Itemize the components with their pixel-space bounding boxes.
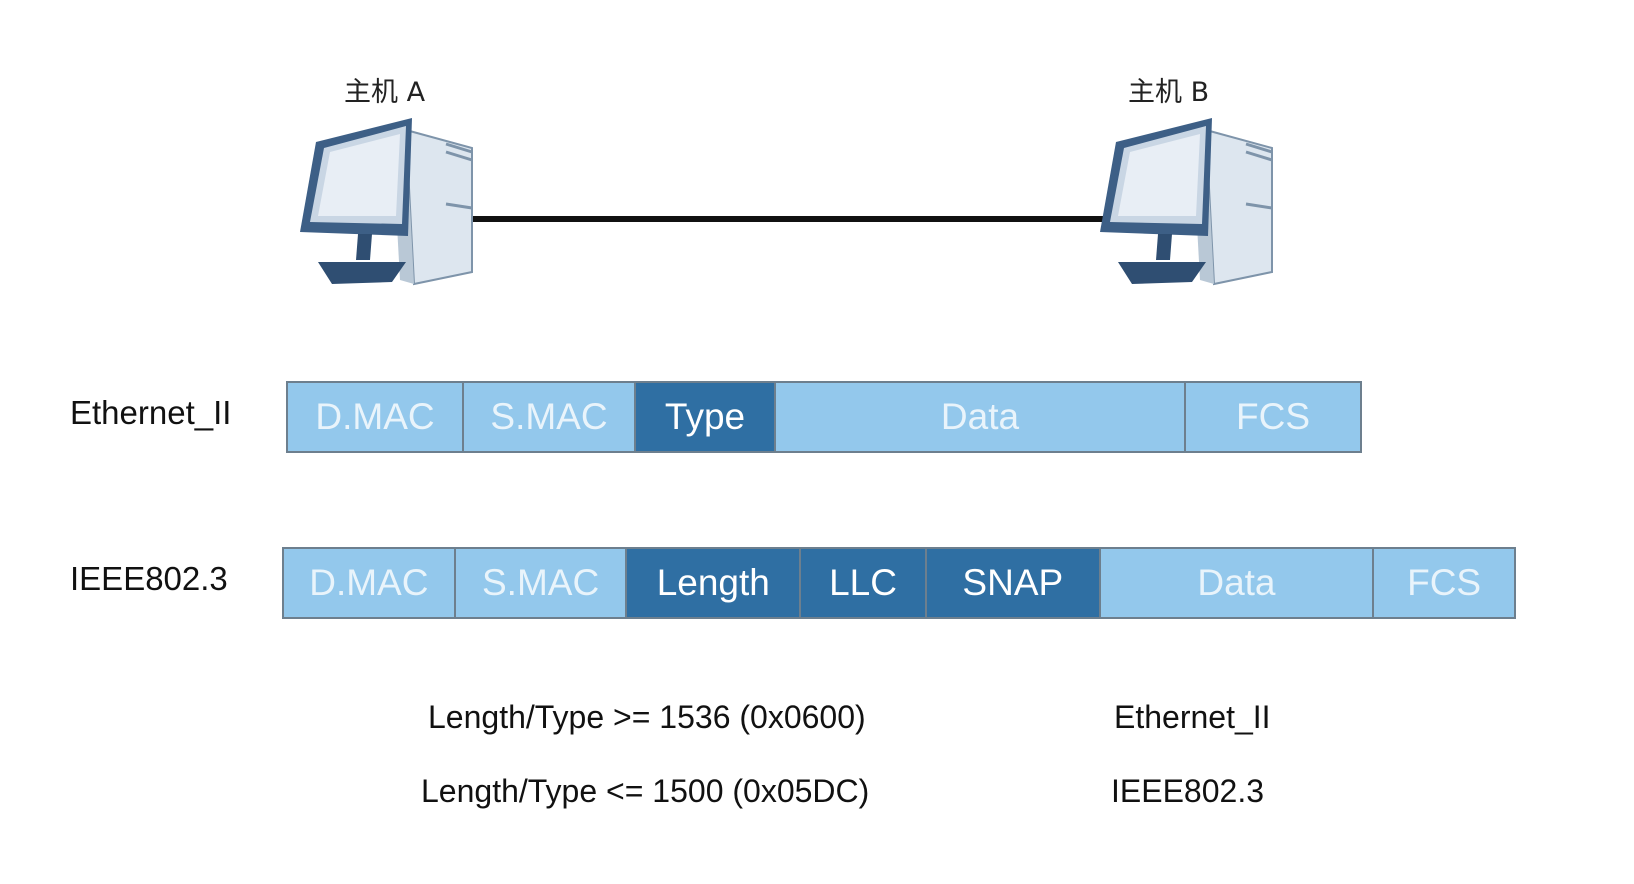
field-length: Length [627,549,802,617]
field-dmac: D.MAC [284,549,456,617]
desktop-computer-icon [300,118,473,286]
field-snap: SNAP [926,549,1101,617]
rule-result: Ethernet_II [1114,699,1271,735]
rule-condition: Length/Type <= 1500 (0x05DC) [421,773,870,809]
field-smac: S.MAC [464,383,636,451]
field-llc: LLC [801,549,927,617]
host-a-label: 主机 A [344,77,426,108]
host-b-label: 主机 B [1128,77,1210,108]
ieee8023-frame: D.MAC S.MAC Length LLC SNAP Data FCS [282,547,1516,619]
field-type: Type [636,383,776,451]
field-data: Data [1100,549,1375,617]
field-smac: S.MAC [455,549,628,617]
ethernet2-frame: D.MAC S.MAC Type Data FCS [286,381,1362,453]
desktop-computer-icon [1100,118,1273,286]
field-fcs: FCS [1374,549,1514,617]
field-fcs: FCS [1186,383,1360,451]
ethernet2-frame-label: Ethernet_II [70,394,232,431]
ieee8023-frame-label: IEEE802.3 [70,560,228,597]
network-link-line [470,216,1110,222]
rule-result: IEEE802.3 [1111,773,1264,809]
field-dmac: D.MAC [288,383,464,451]
rule-condition: Length/Type >= 1536 (0x0600) [428,699,866,735]
field-data: Data [776,383,1186,451]
